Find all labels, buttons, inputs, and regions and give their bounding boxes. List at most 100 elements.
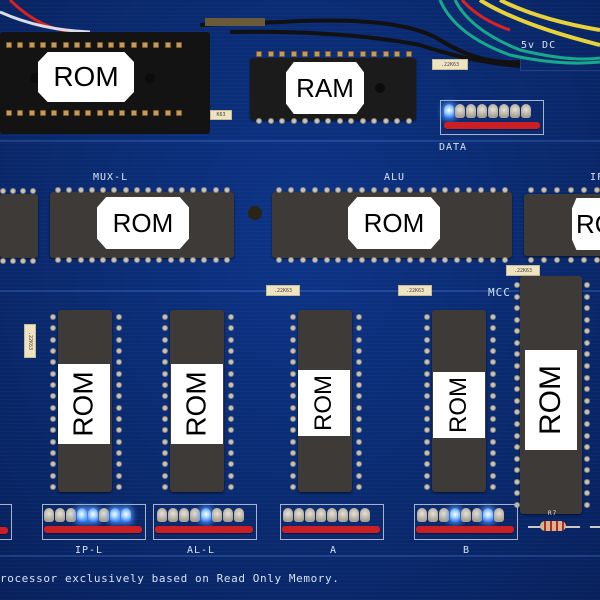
pcb-trace (0, 555, 600, 557)
capacitor: .22K63 (24, 324, 36, 358)
pin-row (528, 187, 600, 195)
chip-label-if: RO (572, 198, 600, 250)
led-on (110, 508, 120, 522)
board-caption: rocessor exclusively based on Read Only … (0, 572, 340, 585)
led-bank-data (440, 100, 544, 135)
pcb-trace (0, 140, 600, 142)
pin-column (584, 282, 592, 508)
led-bank-ip-l (42, 504, 146, 540)
silkscreen-data: DATA (439, 142, 468, 153)
led-off (223, 508, 233, 522)
led-off (190, 508, 200, 522)
pin-column (290, 314, 298, 490)
led-resistor-bar (282, 526, 380, 533)
led-off (44, 508, 54, 522)
led-off (349, 508, 359, 522)
led-bank-a (280, 504, 384, 540)
chip-label-text: ROM (310, 375, 337, 431)
led-off (488, 104, 498, 118)
silkscreen-resistor: R7 (548, 510, 558, 517)
chip-label-mux-l: ROM (97, 197, 189, 249)
led-off (510, 104, 520, 118)
led-off (316, 508, 326, 522)
led-on (88, 508, 98, 522)
pin-row (276, 187, 508, 195)
led-off (455, 104, 465, 118)
led-on (77, 508, 87, 522)
led-off (55, 508, 65, 522)
led-off (168, 508, 178, 522)
mount-hole (145, 73, 155, 83)
chip-label-text: ROM (534, 365, 567, 435)
chip-label-ram: RAM (286, 62, 364, 114)
yellow-wire (478, 0, 600, 47)
led-off (283, 508, 293, 522)
pin-row (0, 258, 36, 266)
silkscreen-if: IF (590, 172, 600, 183)
led-row-a (283, 508, 370, 522)
resistor-sleeve (205, 18, 265, 26)
led-on (444, 104, 454, 118)
pin-row (528, 257, 600, 265)
led-off (472, 508, 482, 522)
chip-label-alu: ROM (348, 197, 440, 249)
chip-label-text: ROM (181, 371, 213, 437)
chip-label-vertical-1: ROM (58, 364, 110, 444)
silkscreen-a: A (330, 545, 338, 556)
led-off (521, 104, 531, 118)
led-resistor-bar (44, 526, 142, 533)
resistor (540, 521, 566, 531)
pin-row (55, 187, 230, 195)
capacitor: K63 (210, 110, 232, 120)
partial-chip-left (0, 194, 38, 258)
power-label: 5v DC (521, 40, 557, 51)
green-wire (438, 0, 600, 65)
led-off (234, 508, 244, 522)
silkscreen-mcc: MCC (488, 286, 511, 299)
pin-column (116, 314, 124, 490)
pin-row (276, 257, 508, 265)
led-on (450, 508, 460, 522)
led-off (360, 508, 370, 522)
led-off (305, 508, 315, 522)
led-off (494, 508, 504, 522)
led-off (294, 508, 304, 522)
led-off (338, 508, 348, 522)
chip-label-vertical-3: ROM (298, 370, 350, 436)
led-bank-b (414, 504, 518, 540)
led-off (477, 104, 487, 118)
silkscreen-b: B (463, 545, 471, 556)
pin-column (162, 314, 170, 490)
pin-column (514, 282, 522, 508)
pin-column (490, 314, 498, 490)
pin-column (228, 314, 236, 490)
black-wire (229, 29, 521, 68)
led-row-al-l (157, 508, 244, 522)
led-off (327, 508, 337, 522)
led-bank-partial (0, 504, 12, 540)
led-resistor-bar (0, 527, 8, 534)
wires (0, 0, 600, 68)
capacitor: .22K63 (506, 265, 540, 276)
black-wire (199, 18, 521, 65)
led-row-ip-l (44, 508, 131, 522)
pin-row (55, 257, 230, 265)
pin-row (6, 110, 182, 118)
pin-column (356, 314, 364, 490)
silkscreen-mux-l: MUX-L (93, 172, 129, 183)
white-wire (0, 10, 91, 34)
led-off (179, 508, 189, 522)
chip-label-mcc: ROM (525, 350, 577, 450)
green-wire (453, 0, 600, 61)
led-resistor-bar (444, 122, 540, 129)
led-off (466, 104, 476, 118)
pin-row (256, 51, 412, 59)
capacitor: .22K63 (432, 59, 468, 70)
pcb-trace (0, 290, 600, 292)
pin-row (6, 42, 182, 50)
led-off (499, 104, 509, 118)
led-off (212, 508, 222, 522)
pin-column (50, 314, 58, 490)
led-bank-al-l (153, 504, 257, 540)
